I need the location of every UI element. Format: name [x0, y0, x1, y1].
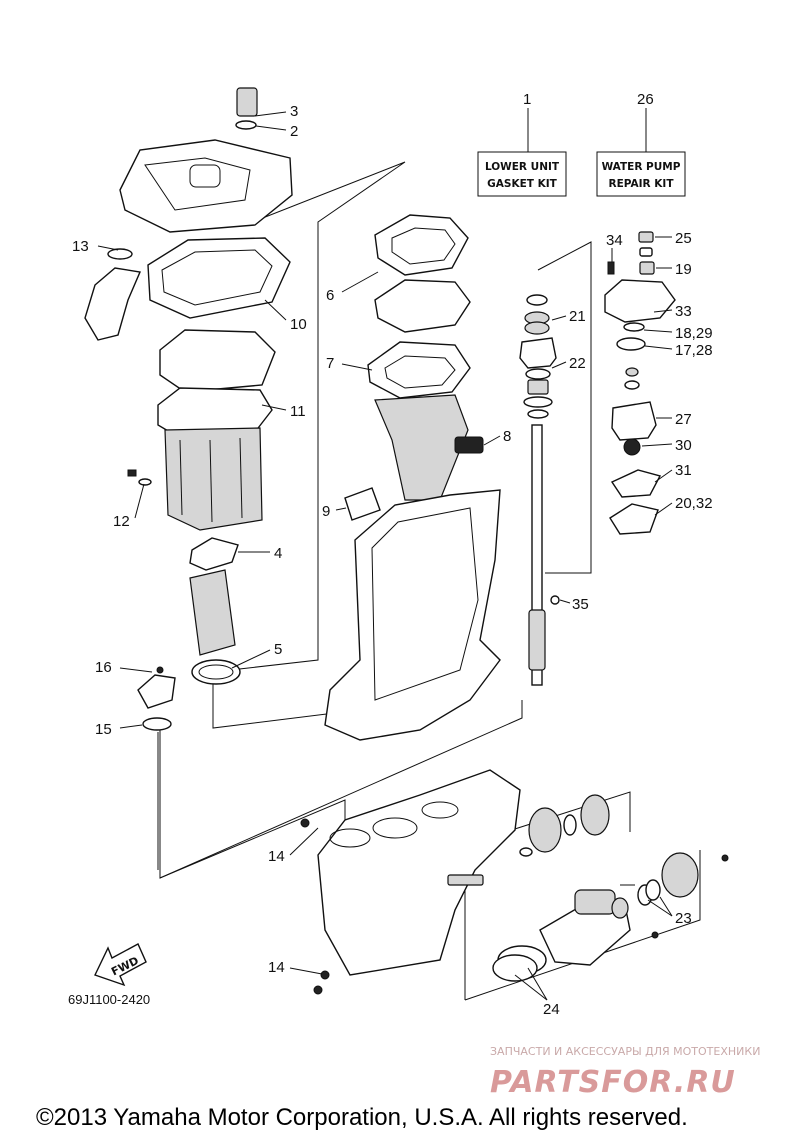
callout-22: 22 — [569, 355, 586, 372]
watermark-logo: PARTSFOR.RU — [490, 1065, 736, 1100]
diagram-reference-code: 69J1100-2420 — [68, 992, 150, 1007]
callout-4: 4 — [274, 545, 282, 562]
callout-14-lower: 14 — [268, 959, 285, 976]
callout-27: 27 — [675, 411, 692, 428]
callout-9: 9 — [322, 503, 330, 520]
kit-26-group: 26 WATER PUMP REPAIR KIT — [596, 91, 686, 197]
callout-16: 16 — [95, 659, 112, 676]
callout-23: 23 — [675, 910, 692, 927]
kit-1-line2: GASKET KIT — [487, 178, 557, 190]
center-casing-group — [324, 214, 501, 741]
kit-26-line2: REPAIR KIT — [609, 178, 675, 190]
water-pump-group — [604, 231, 676, 535]
callout-19: 19 — [675, 261, 692, 278]
kit-1-group: 1 LOWER UNIT GASKET KIT — [477, 91, 567, 197]
callout-30: 30 — [675, 437, 692, 454]
fwd-arrow: FWD — [94, 943, 147, 987]
callout-6: 6 — [326, 287, 334, 304]
kit-26-number: 26 — [637, 91, 654, 108]
callout-8: 8 — [503, 428, 511, 445]
callout-2: 2 — [290, 123, 298, 140]
lower-case-group — [300, 769, 729, 995]
callout-25: 25 — [675, 230, 692, 247]
frame-lines — [159, 161, 701, 1001]
callout-10: 10 — [290, 316, 307, 333]
callout-20-32: 20,32 — [675, 495, 713, 512]
callout-13: 13 — [72, 238, 89, 255]
copyright-notice: ©2013 Yamaha Motor Corporation, U.S.A. A… — [36, 1104, 688, 1131]
callout-14-upper: 14 — [268, 848, 285, 865]
callout-18-29: 18,29 — [675, 325, 713, 342]
leader-lines — [97, 111, 673, 1001]
callout-15: 15 — [95, 721, 112, 738]
callout-17-28: 17,28 — [675, 342, 713, 359]
callout-5: 5 — [274, 641, 282, 658]
kit-26-line1: WATER PUMP — [602, 161, 681, 173]
callout-11: 11 — [290, 403, 306, 420]
callout-3: 3 — [290, 103, 298, 120]
upper-casing-group — [84, 87, 293, 870]
callout-21: 21 — [569, 308, 586, 325]
callout-numbers: 3 2 13 10 11 12 4 5 16 15 6 7 8 9 25 34 … — [72, 103, 713, 1018]
callout-33: 33 — [675, 303, 692, 320]
callout-35: 35 — [572, 596, 589, 613]
drive-shaft-group — [519, 294, 560, 686]
kit-1-number: 1 — [523, 91, 531, 108]
callout-34: 34 — [606, 232, 623, 249]
callout-31: 31 — [675, 462, 692, 479]
kit-1-line1: LOWER UNIT — [485, 161, 560, 173]
callout-24: 24 — [543, 1001, 560, 1018]
watermark-tagline: ЗАПЧАСТИ И АКСЕССУАРЫ ДЛЯ МОТОТЕХНИКИ — [490, 1045, 760, 1058]
callout-12: 12 — [113, 513, 130, 530]
callout-7: 7 — [326, 355, 334, 372]
